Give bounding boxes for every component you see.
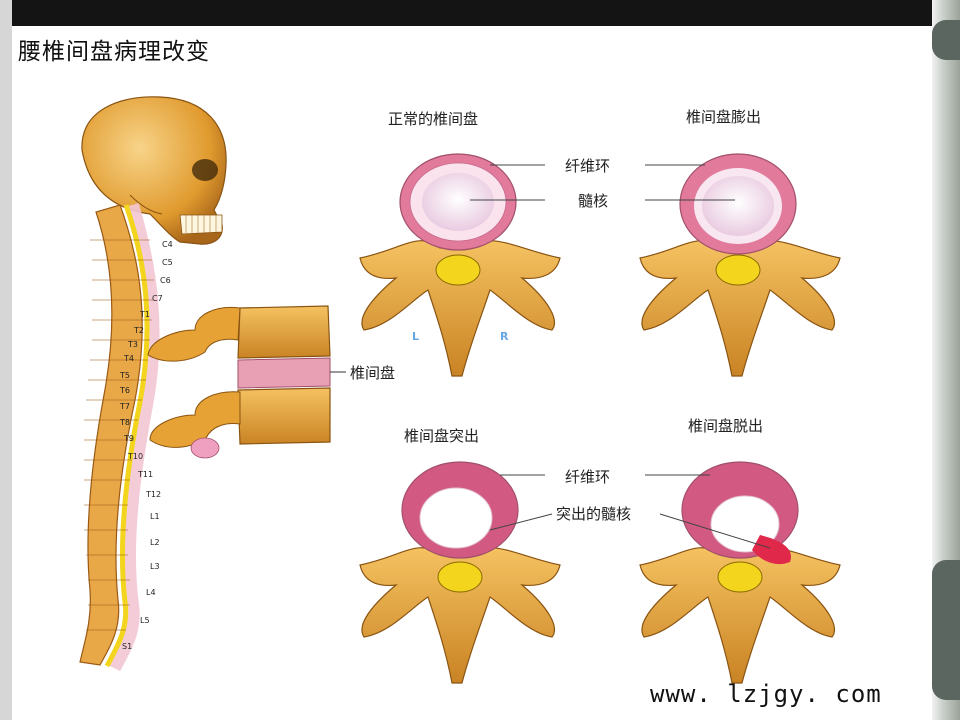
vertebra-detail — [147, 305, 346, 459]
vertebra-label: L5 — [140, 616, 150, 625]
panel-title-extrusion: 椎间盘脱出 — [688, 417, 764, 435]
vertebra-label: T1 — [140, 310, 150, 319]
vertebra-label: C4 — [162, 240, 173, 249]
ink-frame-left — [0, 0, 12, 720]
spine-column — [79, 202, 160, 672]
vertebra-label: L2 — [150, 538, 160, 547]
vertebra-label: T3 — [128, 340, 138, 349]
disc-protrusion — [359, 461, 561, 684]
leader-lines — [470, 164, 771, 549]
vertebra-label: L1 — [150, 512, 160, 521]
vertebra-label: T6 — [120, 386, 130, 395]
herniated-nucleus-label: 突出的髓核 — [556, 505, 632, 523]
intervertebral-disc-label: 椎间盘 — [350, 364, 396, 382]
annulus-label-bottom: 纤维环 — [565, 468, 611, 486]
nucleus-label: 髓核 — [578, 192, 609, 210]
skull — [81, 96, 227, 245]
vertebra-label: S1 — [122, 642, 133, 651]
panel-title-bulge: 椎间盘膨出 — [686, 108, 762, 126]
vertebra-label: T10 — [128, 452, 144, 461]
panel-title-normal: 正常的椎间盘 — [388, 110, 479, 128]
vertebra-label: C5 — [162, 258, 173, 267]
vertebra-label: T4 — [124, 354, 134, 363]
panel-title-protrusion: 椎间盘突出 — [404, 427, 480, 445]
watermark-url: www. lzjgy. com — [650, 680, 882, 708]
vertebra-label: T11 — [138, 470, 154, 479]
disc-extrusion — [639, 461, 841, 684]
slide-title: 腰椎间盘病理改变 — [18, 39, 210, 65]
vertebra-label: T5 — [120, 371, 130, 380]
ink-frame-right — [932, 0, 960, 720]
vertebra-label: L3 — [150, 562, 160, 571]
vertebra-label: C7 — [152, 294, 163, 303]
right-side-marker: R — [500, 330, 509, 343]
annulus-label-top: 纤维环 — [565, 157, 611, 175]
vertebra-label: T2 — [134, 326, 144, 335]
ink-frame-top — [0, 0, 960, 26]
disc-normal — [359, 153, 561, 377]
vertebra-label: C6 — [160, 276, 171, 285]
vertebra-label: L4 — [146, 588, 156, 597]
vertebra-label: T9 — [124, 434, 134, 443]
vertebra-label: T12 — [146, 490, 162, 499]
left-side-marker: L — [412, 330, 420, 343]
vertebra-label: T7 — [120, 402, 130, 411]
disc-bulge — [639, 153, 841, 377]
vertebra-label: T8 — [120, 418, 130, 427]
